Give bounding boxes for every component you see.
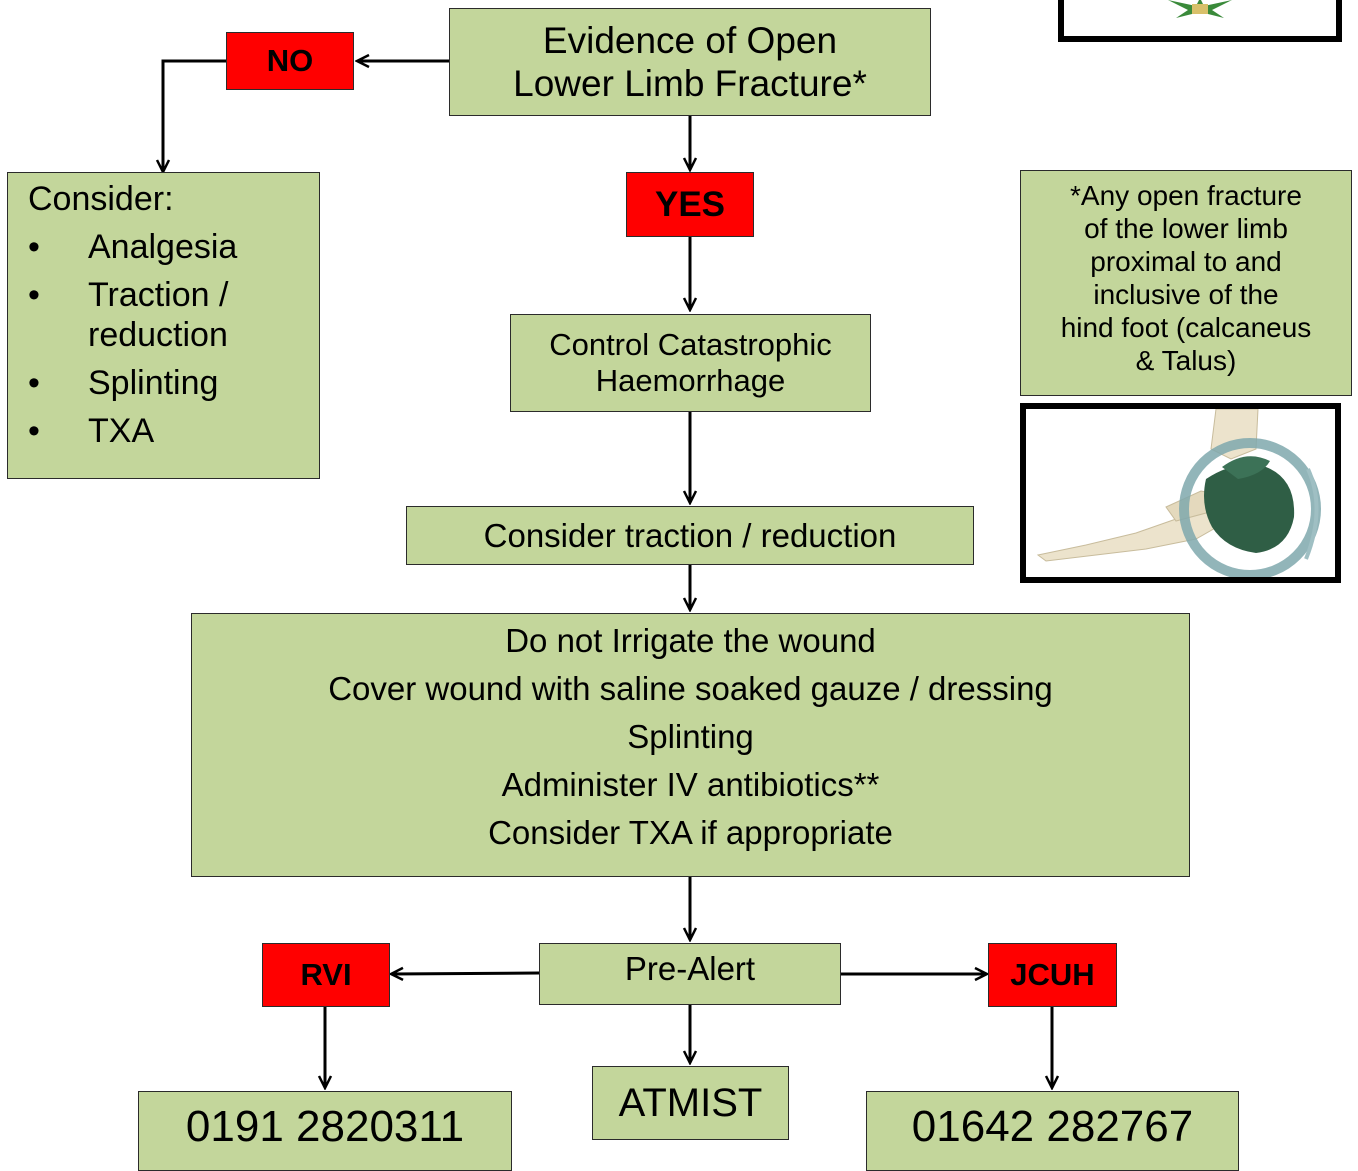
arrow-no-to-consider [163,59,226,172]
consider-item-line: Splinting [88,364,219,402]
consider-list: • Analgesia • Traction / reduction • Spl… [28,227,237,451]
bullet-icon: • [28,276,40,314]
footnote-line-5: hind foot (calcaneus [1060,312,1312,343]
rvi-node: RVI [262,943,390,1007]
wound-line-5: Consider TXA if appropriate [488,814,893,851]
rvi-phone-node: 0191 2820311 [138,1091,512,1171]
evidence-line-2: Lower Limb Fracture* [513,63,867,104]
evidence-node: Evidence of Open Lower Limb Fracture* [449,8,931,116]
wound-line-2: Cover wound with saline soaked gauze / d… [328,670,1053,707]
jcuh-label: JCUH [1010,957,1095,992]
no-node: NO [226,32,354,90]
wound-care-node: Do not Irrigate the wound Cover wound wi… [191,613,1190,877]
control-line-2: Haemorrhage [595,363,786,398]
footnote-line-6: & Talus) [1135,345,1237,376]
footnote-line-4: inclusive of the [1093,279,1279,310]
wound-line-4: Administer IV antibiotics** [501,766,880,803]
yes-node: YES [626,172,754,237]
footnote-box: *Any open fracture of the lower limb pro… [1020,170,1352,396]
atmist-label: ATMIST [618,1080,763,1125]
jcuh-node: JCUH [988,943,1117,1007]
footnote-line-1: *Any open fracture [1070,180,1302,211]
consider-item-splinting: • Splinting [28,363,237,403]
control-line-1: Control Catastrophic [549,327,832,362]
rvi-label: RVI [300,957,352,992]
organisation-logo-image [1058,0,1342,42]
wound-line-1: Do not Irrigate the wound [505,622,876,659]
foot-skeleton-icon [1026,409,1335,577]
prealert-node: Pre-Alert [539,943,841,1005]
hindfoot-illustration [1020,403,1341,583]
consider-item-traction: • Traction / reduction [28,275,237,355]
prealert-label: Pre-Alert [624,950,756,987]
green-emblem-icon [1168,0,1232,18]
consider-item-txa: • TXA [28,411,237,451]
footnote-line-2: of the lower limb [1084,213,1288,244]
wound-line-3: Splinting [627,718,754,755]
jcuh-phone-node: 01642 282767 [866,1091,1239,1171]
footnote-line-3: proximal to and [1090,246,1282,277]
evidence-line-1: Evidence of Open [542,20,838,61]
rvi-phone-number: 0191 2820311 [185,1102,465,1151]
traction-node: Consider traction / reduction [406,506,974,565]
bullet-icon: • [28,228,40,266]
atmist-node: ATMIST [592,1066,789,1140]
control-haemorrhage-node: Control Catastrophic Haemorrhage [510,314,871,412]
traction-label: Consider traction / reduction [483,516,897,554]
jcuh-phone-number: 01642 282767 [911,1102,1194,1151]
consider-heading: Consider: [28,180,174,218]
consider-item-line: Analgesia [88,228,238,266]
bullet-icon: • [28,364,40,402]
consider-item-line: Traction / [88,276,229,314]
consider-node: Consider: • Analgesia • Traction / reduc… [7,172,320,479]
consider-item-analgesia: • Analgesia [28,227,237,267]
consider-item-line: TXA [88,412,155,450]
yes-label: YES [654,184,726,224]
arrow-prealert-to-rvi [391,973,540,974]
no-label: NO [266,43,314,78]
consider-item-line: reduction [88,316,228,354]
bullet-icon: • [28,412,40,450]
